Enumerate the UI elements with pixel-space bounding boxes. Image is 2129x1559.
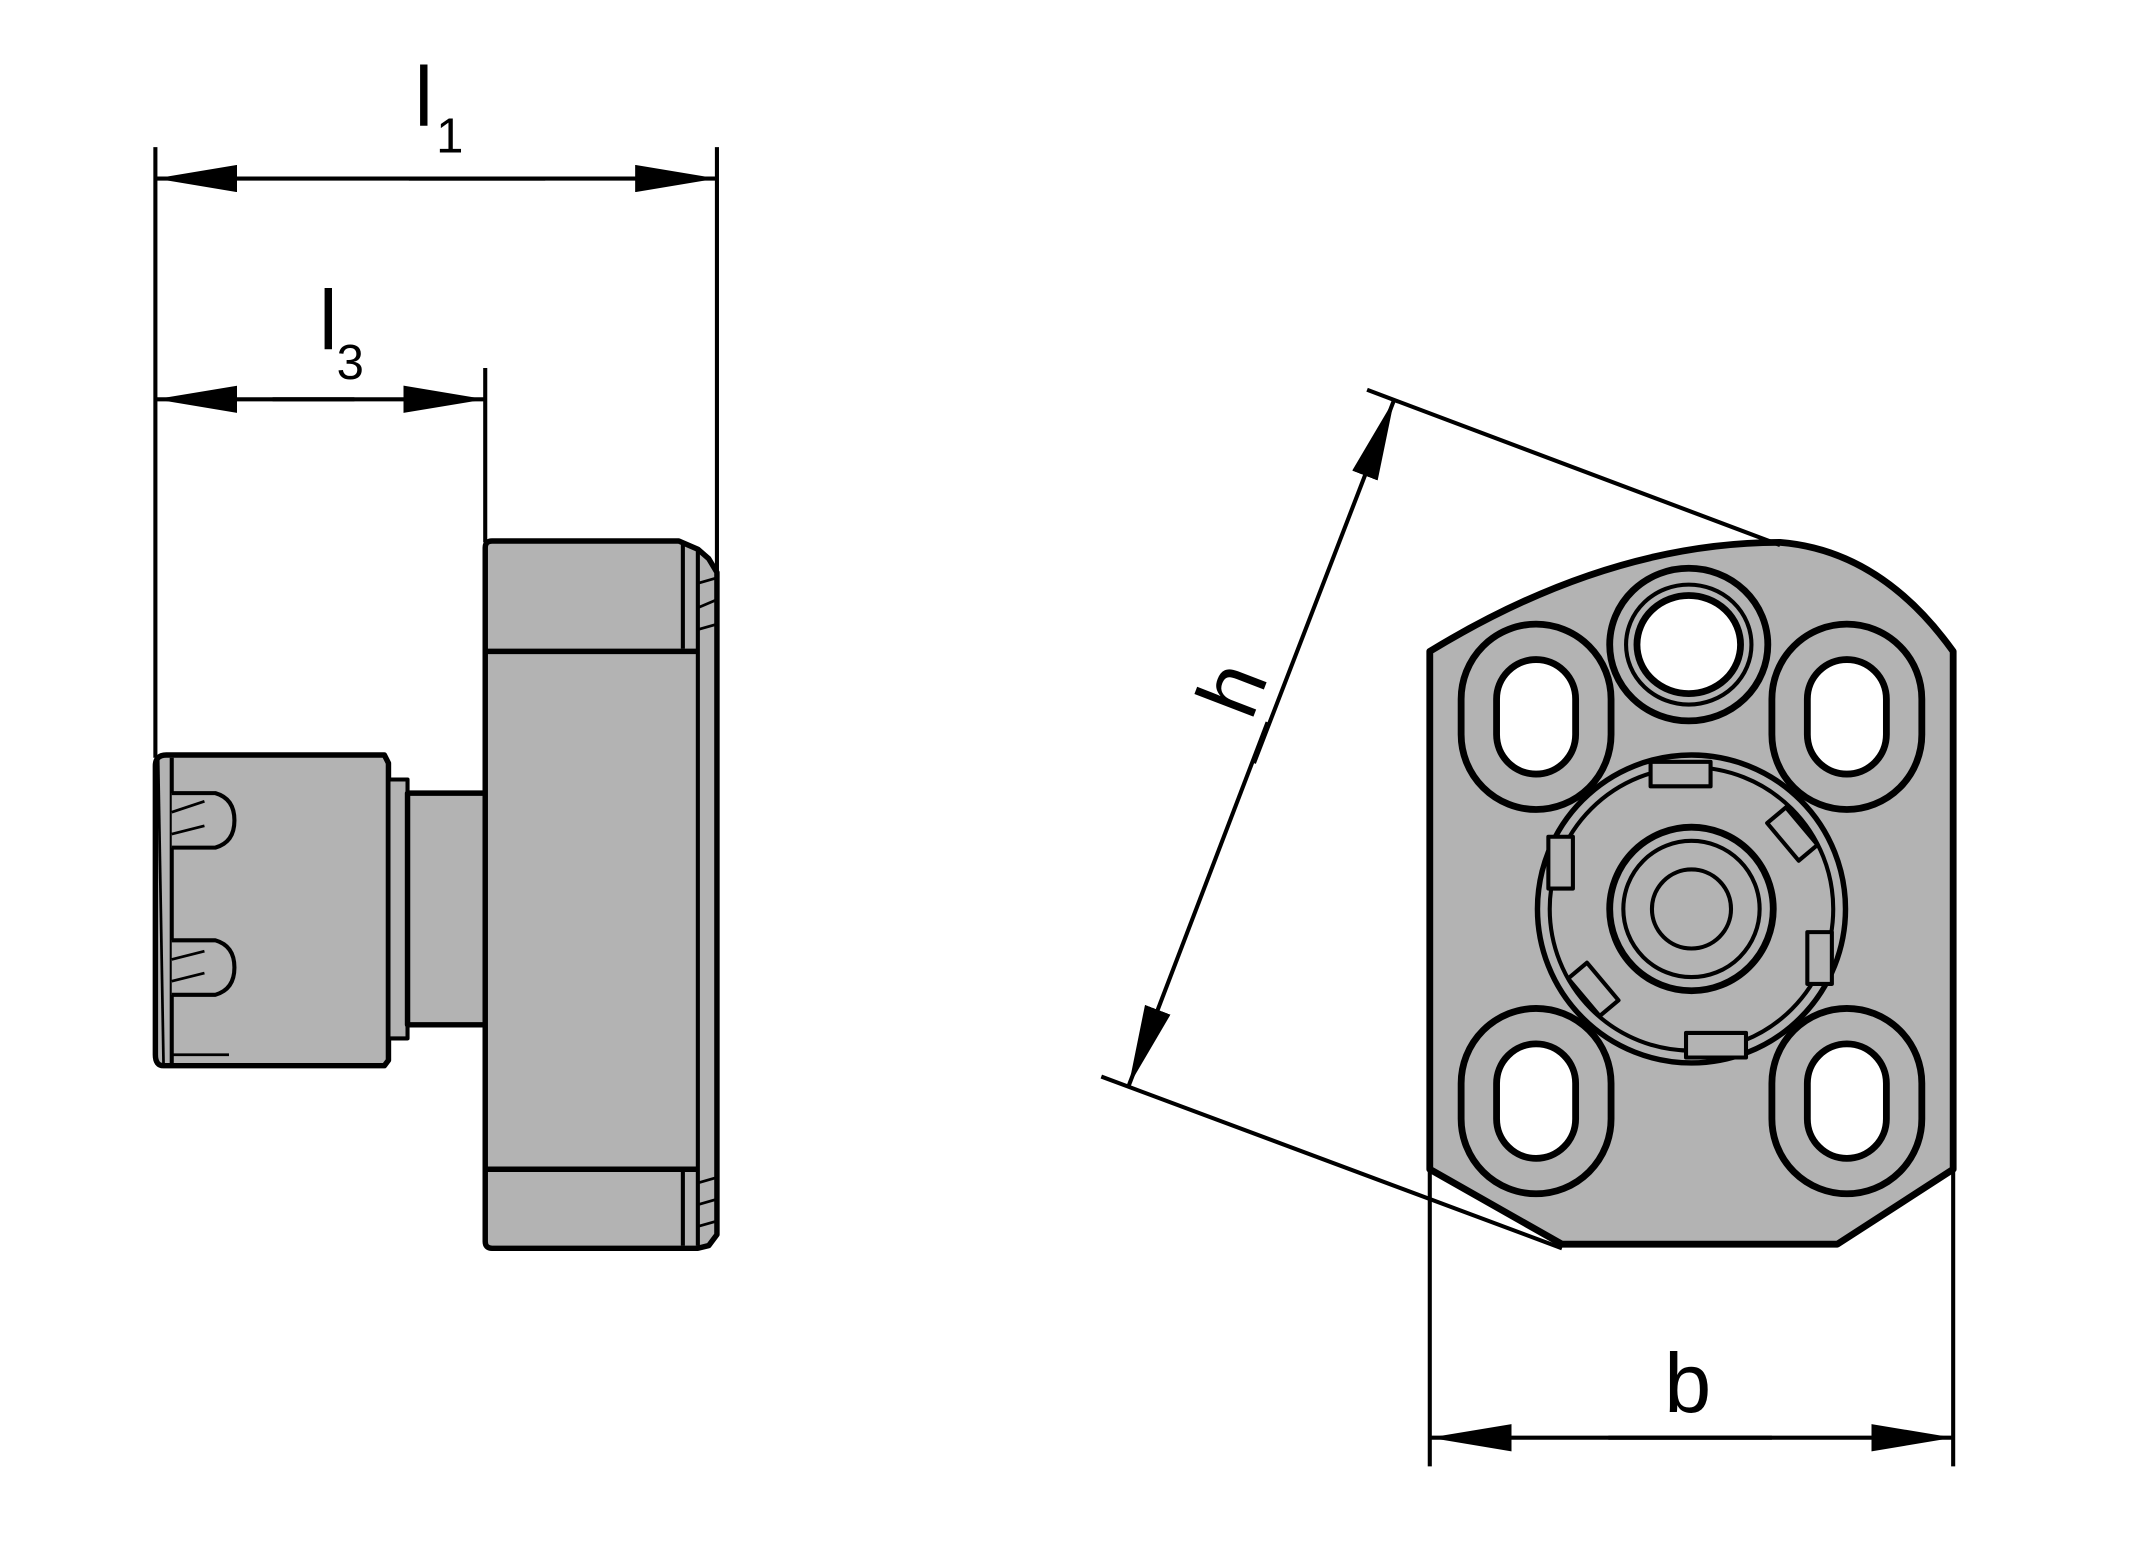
neck [386,777,410,1041]
h-dimension-line [1252,398,1397,764]
nut-notch [1566,960,1621,1019]
bore [1649,867,1734,951]
shaft [404,790,488,1028]
label-l3-subscript: 3 [337,336,364,390]
slot-hole-bottom-left [1457,1005,1615,1198]
slot-hole-bottom-right [1768,1005,1926,1198]
front-view [1426,538,1957,1248]
label-l1: l [414,49,433,143]
top-through-hole [1606,564,1772,725]
collet-slot-lower [171,938,237,997]
dimension-l1 [153,147,719,758]
label-h: h [1178,649,1286,729]
nut-notch [1546,834,1575,891]
nut-notch [1683,1030,1749,1060]
slot-hole-top-left [1457,620,1615,813]
nut-notch [1765,805,1820,863]
collet-nut-front [1534,752,1849,1066]
side-view [152,538,720,1252]
slot-hole-top-right [1768,620,1926,813]
label-l1-subscript: 1 [436,110,463,164]
label-l3: l [319,273,338,367]
h-extension-bottom [1100,1074,1563,1251]
h-extension-top [1366,387,1781,548]
dimension-h [1100,387,1781,1251]
dimension-l3 [155,367,488,543]
dimension-b [1427,1171,1956,1467]
nut-notch [1648,759,1713,789]
label-b: b [1664,1336,1711,1430]
nut-notch [1805,930,1834,986]
flange [482,538,720,1252]
